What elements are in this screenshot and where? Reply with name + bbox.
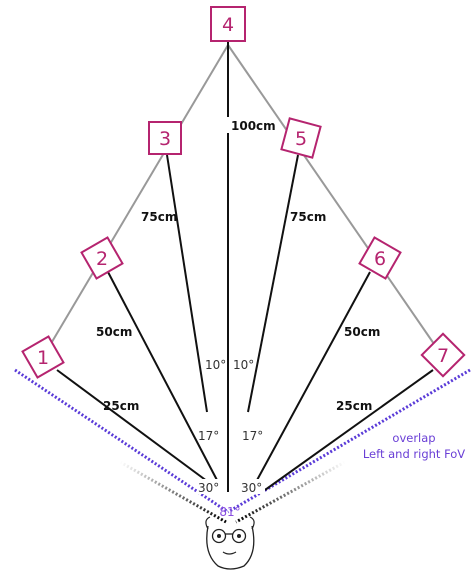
ray-1 xyxy=(56,369,216,488)
angle-label-30-left: 30° xyxy=(198,481,219,495)
marker-6 xyxy=(358,236,402,280)
left-fade-line xyxy=(119,460,227,524)
marker-2-label: 2 xyxy=(96,248,108,270)
marker-5 xyxy=(280,117,322,159)
distance-label-3: 75cm xyxy=(141,210,177,224)
distance-label-6: 50cm xyxy=(344,325,380,339)
angle-label-10-right: 10° xyxy=(233,358,254,372)
ray-5 xyxy=(247,154,299,413)
angle-label-17-left: 17° xyxy=(198,429,219,443)
marker-4-label: 4 xyxy=(222,14,234,36)
marker-6-label: 6 xyxy=(374,248,386,270)
angle-label-30-right: 30° xyxy=(241,481,262,495)
marker-4 xyxy=(210,6,246,42)
ray-2 xyxy=(107,271,219,483)
marker-7 xyxy=(420,332,466,378)
distance-label-5: 75cm xyxy=(290,210,326,224)
overlap-sublabel: Left and right FoV xyxy=(363,447,465,461)
marker-5-label: 5 xyxy=(295,128,307,150)
distance-label-2: 50cm xyxy=(96,325,132,339)
marker-3-label: 3 xyxy=(159,128,171,150)
overlap-label: overlap xyxy=(392,431,435,445)
left-fov-line xyxy=(14,368,229,514)
fov-angle-label: 81° xyxy=(219,505,240,519)
distance-label-7: 25cm xyxy=(336,399,372,413)
head-icon xyxy=(205,516,255,570)
marker-7-label: 7 xyxy=(437,345,449,367)
marker-1 xyxy=(21,335,65,379)
angle-label-17-right: 17° xyxy=(242,429,263,443)
marker-2 xyxy=(80,236,124,280)
right-fade-line xyxy=(235,460,346,524)
angle-label-10-left: 10° xyxy=(205,358,226,372)
ray-3 xyxy=(166,154,208,413)
ray-6 xyxy=(255,271,371,483)
outline-right xyxy=(227,44,444,358)
distance-label-1: 25cm xyxy=(103,399,139,413)
marker-1-label: 1 xyxy=(37,347,49,369)
ray-7 xyxy=(264,369,434,491)
distance-label-4: 100cm xyxy=(231,119,276,133)
outline-left xyxy=(42,44,229,358)
marker-3 xyxy=(148,121,182,155)
